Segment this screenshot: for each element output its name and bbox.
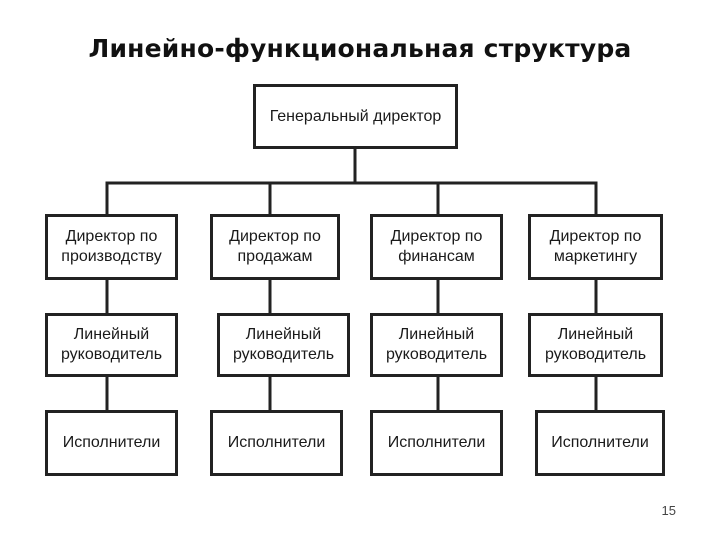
slide-title: Линейно-функциональная структура [88, 34, 632, 63]
node-executors-1: Исполнители [45, 410, 178, 476]
page-number: 15 [661, 503, 676, 518]
node-executors-3: Исполнители [370, 410, 503, 476]
node-general-director: Генеральный директор [253, 84, 458, 149]
node-line-manager-1: Линейный руководитель [45, 313, 178, 377]
node-line-manager-4: Линейный руководитель [528, 313, 663, 377]
node-director-marketing: Директор по маркетингу [528, 214, 663, 280]
node-executors-2: Исполнители [210, 410, 343, 476]
node-line-manager-2: Линейный руководитель [217, 313, 350, 377]
node-executors-4: Исполнители [535, 410, 665, 476]
node-director-sales: Директор по продажам [210, 214, 340, 280]
node-director-finance: Директор по финансам [370, 214, 503, 280]
node-line-manager-3: Линейный руководитель [370, 313, 503, 377]
node-director-production: Директор по производству [45, 214, 178, 280]
